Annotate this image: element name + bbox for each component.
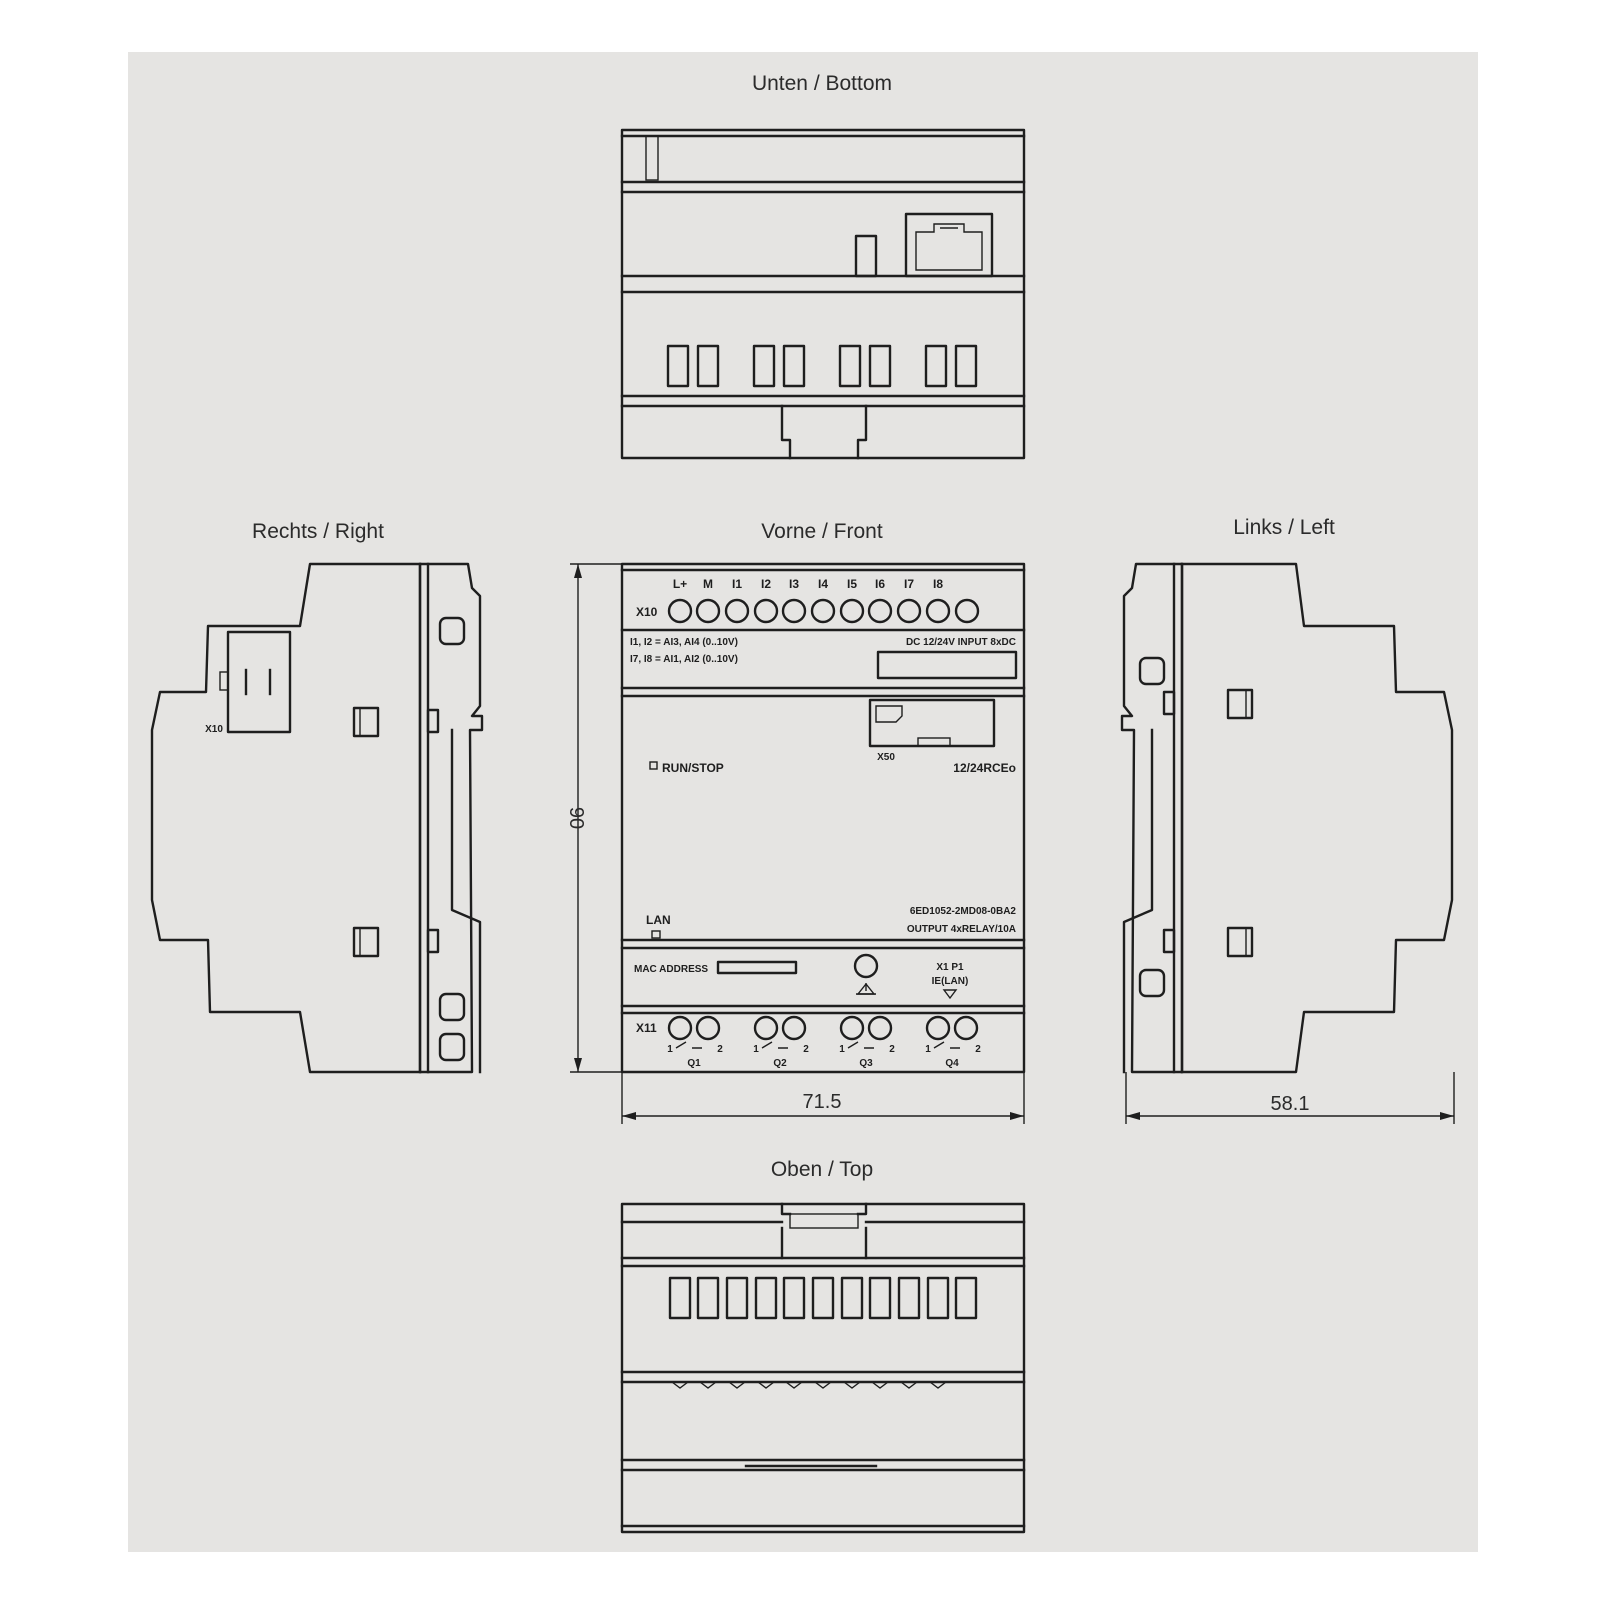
dimension-depth: 58.1 bbox=[1125, 1072, 1455, 1124]
front-view: L+ M I1 I2 I3 I4 I5 I6 I7 I8 X10 I1, I2 … bbox=[620, 562, 1026, 1074]
svg-text:2: 2 bbox=[717, 1044, 723, 1055]
dimension-height: 90 bbox=[565, 563, 622, 1073]
input-spec-label: DC 12/24V INPUT 8xDC bbox=[906, 637, 1016, 648]
relay-output-q2: 1 2 Q2 bbox=[753, 1015, 809, 1069]
terminal-label: I2 bbox=[761, 577, 771, 591]
top-view bbox=[620, 1202, 1026, 1534]
input-terminal-labels: L+ M I1 I2 I3 I4 I5 I6 I7 I8 bbox=[673, 577, 943, 591]
analog-input-note: I1, I2 = AI3, AI4 (0..10V) bbox=[630, 637, 738, 648]
lan-led-icon bbox=[651, 930, 661, 939]
terminal-label: I7 bbox=[904, 577, 914, 591]
run-stop-led-icon bbox=[649, 761, 658, 770]
mac-address-label: MAC ADDRESS bbox=[634, 964, 708, 975]
left-view-title: Links / Left bbox=[1233, 516, 1335, 539]
relay-output-q1: 1 2 Q1 bbox=[667, 1015, 723, 1069]
output-label: Q3 bbox=[859, 1058, 873, 1069]
svg-text:1: 1 bbox=[753, 1044, 759, 1055]
card-slot-label: X50 bbox=[877, 752, 895, 763]
bottom-view-title: Unten / Bottom bbox=[752, 72, 892, 95]
height-dimension-label: 90 bbox=[565, 807, 587, 829]
lan-label: LAN bbox=[646, 913, 671, 927]
svg-text:2: 2 bbox=[889, 1044, 895, 1055]
order-number-label: 6ED1052-2MD08-0BA2 bbox=[910, 906, 1017, 917]
terminal-label: I1 bbox=[732, 577, 742, 591]
bottom-view bbox=[620, 128, 1026, 460]
depth-dimension-label: 58.1 bbox=[1271, 1093, 1310, 1115]
terminal-label: I5 bbox=[847, 577, 857, 591]
front-view-title: Vorne / Front bbox=[761, 520, 883, 543]
width-dimension-label: 71.5 bbox=[803, 1091, 842, 1113]
top-view-title: Oben / Top bbox=[771, 1158, 873, 1181]
relay-output-q4: 1 2 Q4 bbox=[925, 1015, 981, 1069]
port-label-2: IE(LAN) bbox=[932, 976, 969, 987]
output-connector-label: X11 bbox=[636, 1021, 657, 1035]
model-label: 12/24RCEo bbox=[953, 761, 1016, 775]
dimension-width: 71.5 bbox=[621, 1072, 1025, 1124]
right-view-title: Rechts / Right bbox=[252, 520, 384, 543]
svg-text:1: 1 bbox=[925, 1044, 931, 1055]
svg-text:2: 2 bbox=[975, 1044, 981, 1055]
ground-symbol-icon bbox=[856, 982, 876, 995]
input-screw-terminals bbox=[667, 598, 980, 624]
right-view: X10 bbox=[150, 562, 484, 1074]
top-screw-ticks bbox=[671, 1381, 947, 1389]
output-label: Q4 bbox=[945, 1058, 959, 1069]
top-terminals bbox=[668, 1276, 978, 1320]
terminal-label: L+ bbox=[673, 577, 687, 591]
output-spec-label: OUTPUT 4xRELAY/10A bbox=[907, 924, 1016, 935]
port-arrow-icon bbox=[942, 989, 958, 1000]
run-stop-label: RUN/STOP bbox=[662, 761, 724, 775]
reset-button-icon bbox=[853, 953, 879, 979]
port-label-1: X1 P1 bbox=[936, 962, 964, 973]
right-connector-label: X10 bbox=[205, 724, 223, 735]
bottom-terminals bbox=[666, 344, 978, 388]
terminal-label: I4 bbox=[818, 577, 828, 591]
svg-text:1: 1 bbox=[667, 1044, 673, 1055]
terminal-label: I8 bbox=[933, 577, 943, 591]
svg-text:1: 1 bbox=[839, 1044, 845, 1055]
terminal-label: M bbox=[703, 577, 713, 591]
left-view bbox=[1120, 562, 1454, 1074]
memory-card-slot bbox=[868, 698, 996, 748]
analog-input-note: I7, I8 = AI1, AI2 (0..10V) bbox=[630, 654, 738, 665]
terminal-label: I3 bbox=[789, 577, 799, 591]
terminal-label: I6 bbox=[875, 577, 885, 591]
output-label: Q1 bbox=[687, 1058, 701, 1069]
input-connector-label: X10 bbox=[636, 605, 658, 619]
output-label: Q2 bbox=[773, 1058, 787, 1069]
relay-output-q3: 1 2 Q3 bbox=[839, 1015, 895, 1069]
svg-text:2: 2 bbox=[803, 1044, 809, 1055]
ethernet-port-icon bbox=[904, 212, 994, 278]
